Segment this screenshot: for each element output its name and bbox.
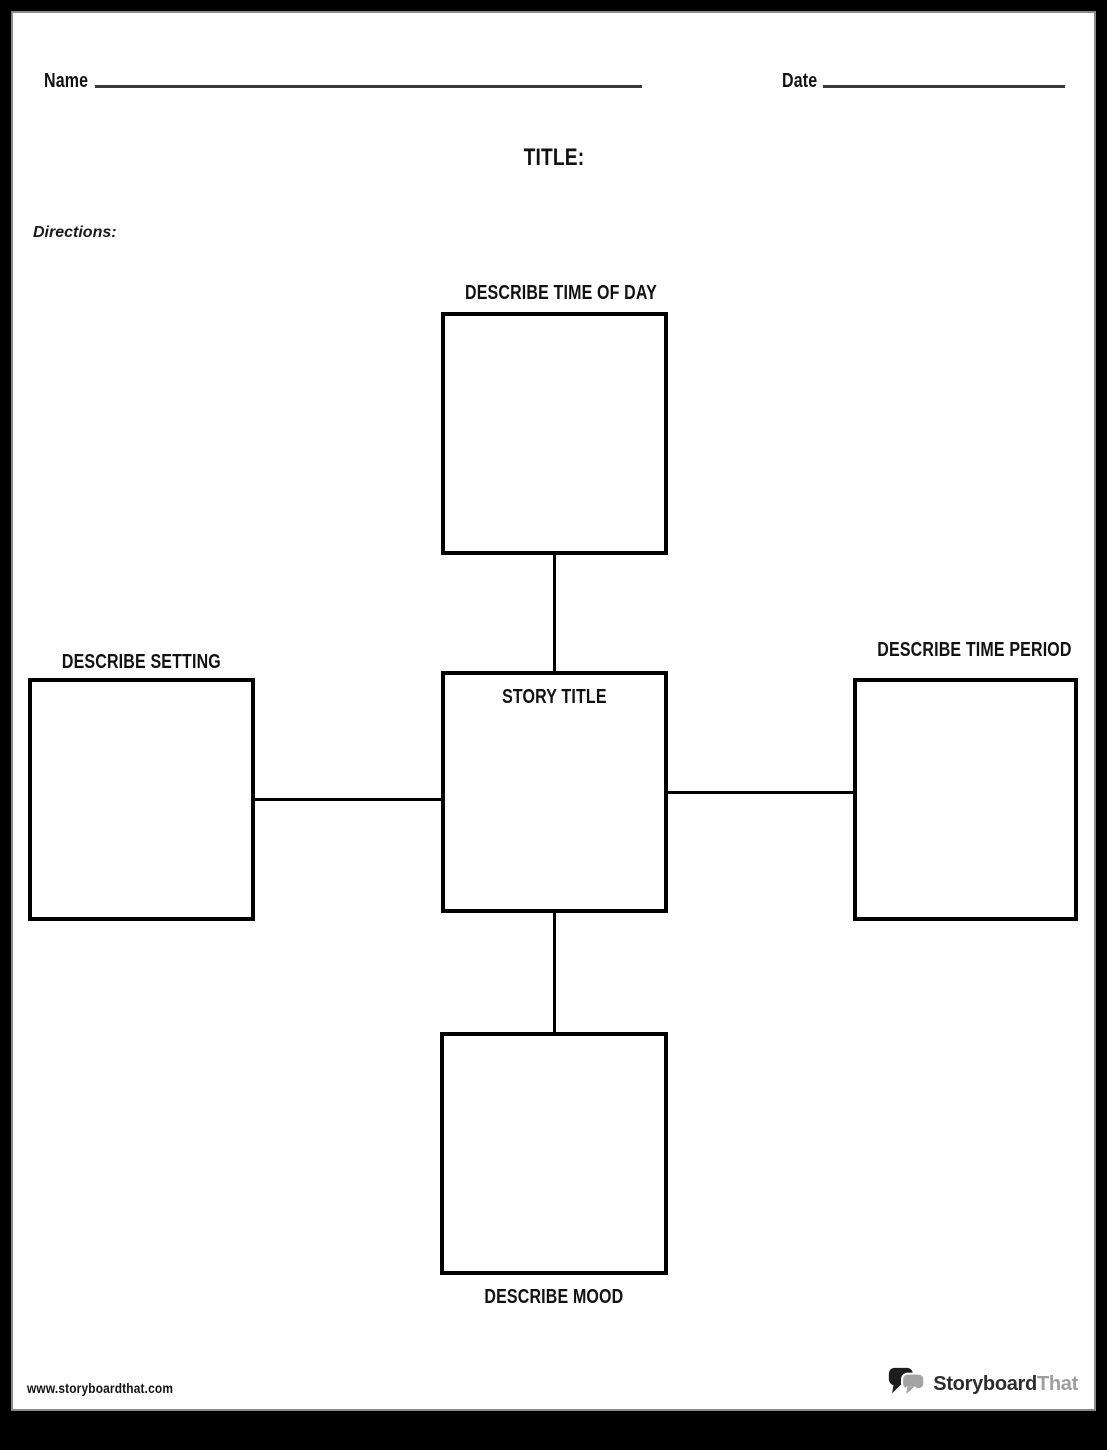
connector-left-center (255, 798, 441, 801)
worksheet-title-text: TITLE: (523, 144, 584, 171)
time-period-box[interactable] (853, 678, 1078, 921)
date-label-text: Date (782, 70, 818, 92)
name-label-text: Name (44, 70, 89, 92)
logo-wordmark: StoryboardThat (933, 1374, 1078, 1394)
connector-right-center (668, 791, 853, 794)
date-label: Date (782, 71, 826, 91)
name-label: Name (44, 71, 99, 91)
storyboardthat-logo: StoryboardThat (888, 1367, 1078, 1400)
logo-wordmark-secondary: That (1036, 1372, 1078, 1395)
story-title-label-text: STORY TITLE (502, 686, 607, 708)
connector-top-center (553, 555, 556, 671)
worksheet-page: Name Date TITLE: Directions: DESCRIBE TI… (11, 11, 1096, 1411)
name-input-line[interactable] (95, 70, 642, 88)
connector-center-bottom (553, 913, 556, 1032)
time-of-day-label-text: DESCRIBE TIME OF DAY (464, 282, 657, 304)
mood-box[interactable] (440, 1032, 668, 1275)
time-period-label: DESCRIBE TIME PERIOD (853, 640, 1078, 660)
mood-label-text: DESCRIBE MOOD (484, 1286, 624, 1308)
time-of-day-box[interactable] (441, 312, 668, 555)
story-title-box[interactable]: STORY TITLE (441, 671, 668, 913)
site-url: www.storyboardthat.com (27, 1381, 199, 1395)
date-input-line[interactable] (823, 70, 1065, 88)
directions-label: Directions: (33, 224, 117, 241)
time-of-day-label: DESCRIBE TIME OF DAY (441, 283, 668, 303)
worksheet-title: TITLE: (13, 146, 1094, 170)
mood-label: DESCRIBE MOOD (440, 1287, 668, 1307)
setting-box[interactable] (28, 678, 255, 921)
time-period-label-text: DESCRIBE TIME PERIOD (877, 639, 1072, 661)
story-title-label: STORY TITLE (445, 675, 664, 707)
site-url-text: www.storyboardthat.com (27, 1380, 174, 1396)
logo-wordmark-primary: Storyboard (933, 1372, 1037, 1395)
setting-label-text: DESCRIBE SETTING (61, 651, 222, 673)
speech-bubbles-icon (888, 1367, 926, 1400)
setting-label: DESCRIBE SETTING (28, 652, 255, 672)
